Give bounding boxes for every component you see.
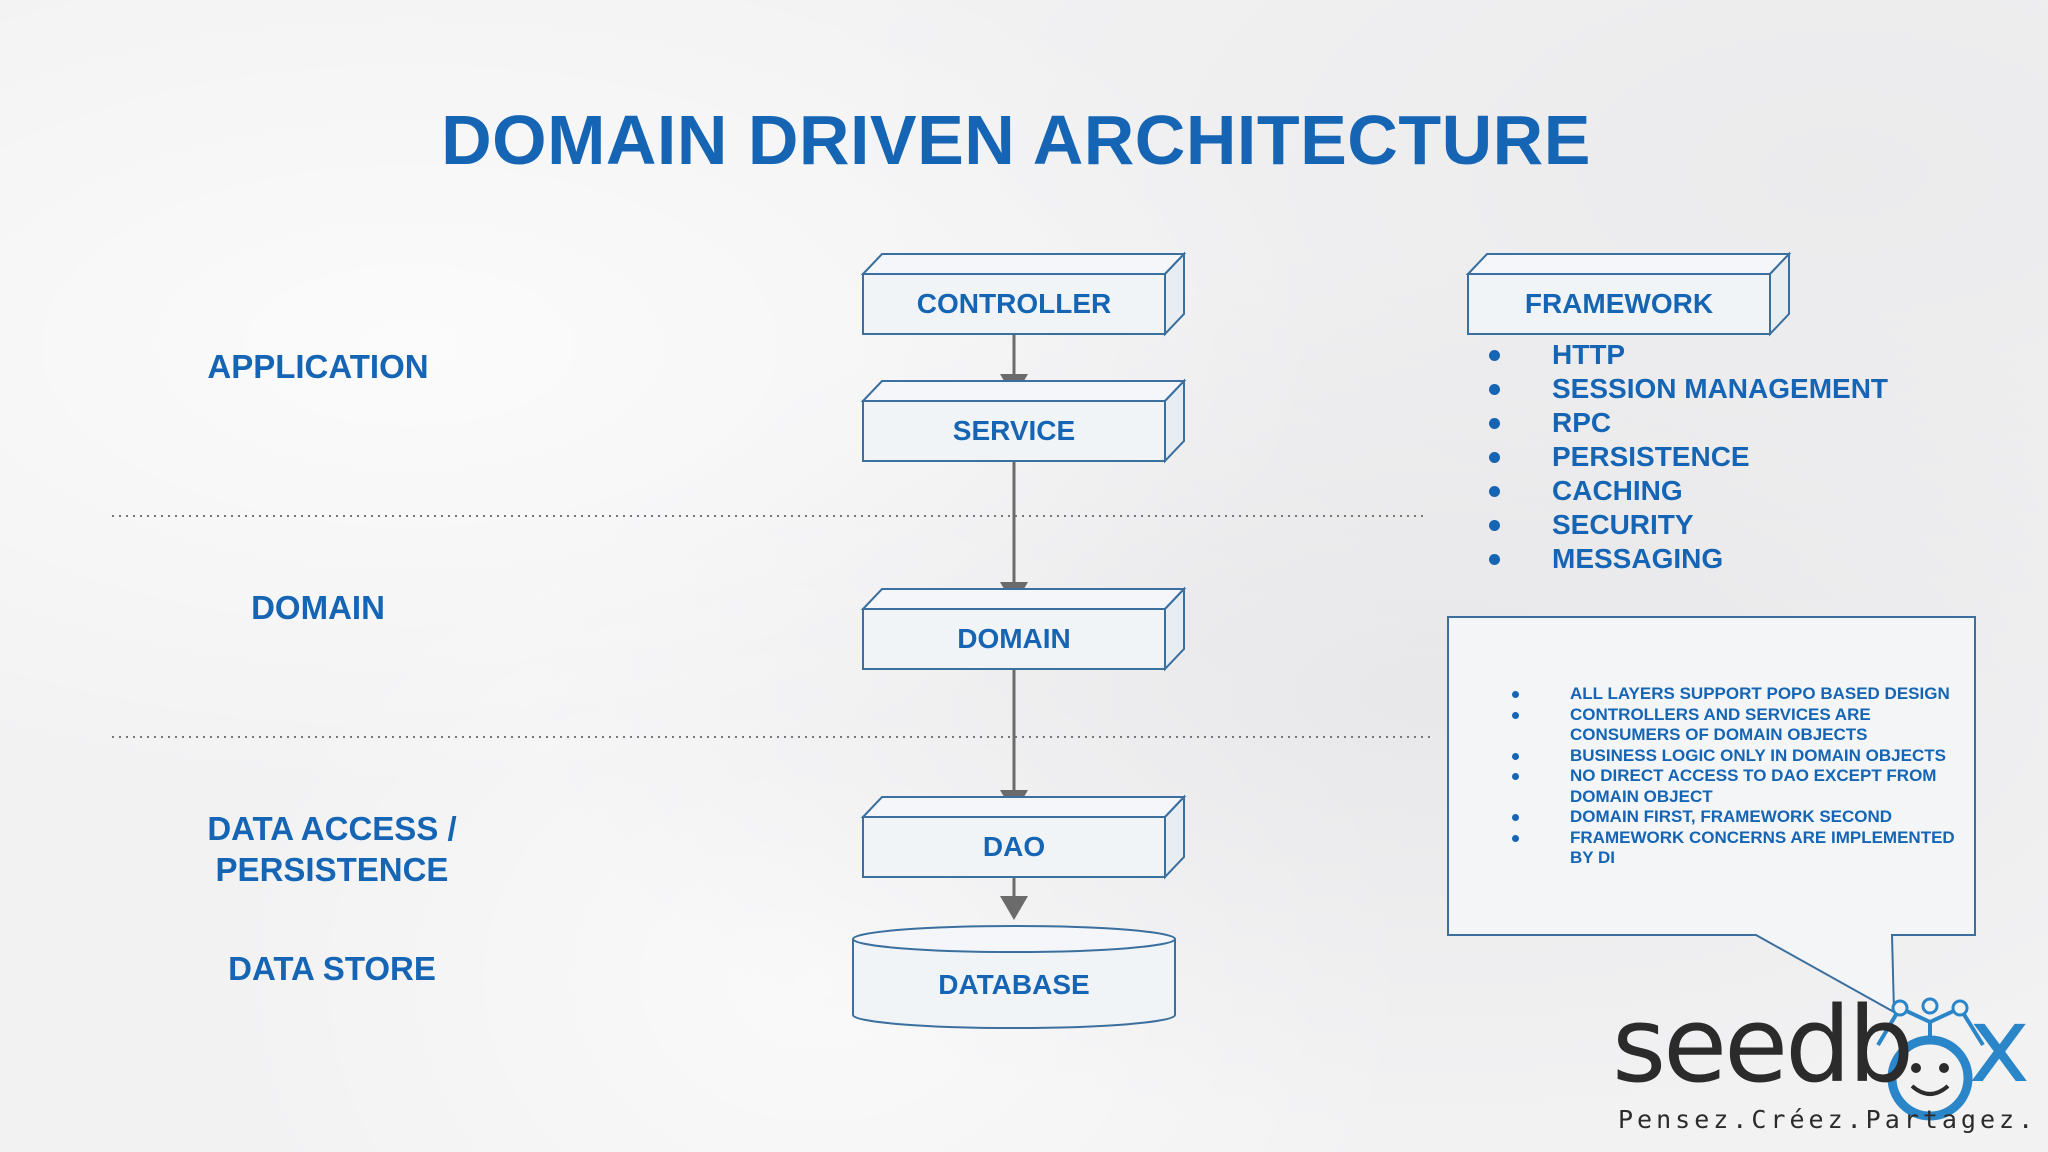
bullet-icon [1489,350,1500,361]
list-item: CONTROLLERS AND SERVICES ARE CONSUMERS O… [1508,705,1958,746]
framework-box [1465,251,1792,337]
layer-label-data-store: DATA STORE [228,950,436,987]
controller-label: CONTROLLER [916,288,1112,319]
list-item-text: RPC [1552,407,1612,438]
list-item: CACHING [1480,474,1888,508]
dao-box [860,794,1187,880]
list-item: DOMAIN FIRST, FRAMEWORK SECOND [1508,807,1958,828]
list-item-text: DOMAIN FIRST, FRAMEWORK SECOND [1570,807,1893,826]
service-box [860,378,1187,464]
list-item: SECURITY [1480,508,1888,542]
domain-box [860,586,1187,672]
connector-domain-dao [1000,669,1028,814]
bullet-icon [1512,752,1519,760]
page-title-text: DOMAIN DRIVEN ARCHITECTURE [441,101,1591,179]
database-cylinder [852,925,1176,1029]
connector-dao-database [1000,877,1028,920]
notes-callout [1447,616,1976,1014]
bullet-icon [1489,520,1500,531]
list-item: RPC [1480,406,1888,440]
bullet-icon [1489,418,1500,429]
layer-label-data-access: DATA ACCESS / PERSISTENCE [172,808,492,890]
bullet-icon [1489,384,1500,395]
bullet-icon [1512,814,1519,821]
bullet-icon [1489,486,1500,497]
list-item: MESSAGING [1480,542,1888,576]
list-item-text: ALL LAYERS SUPPORT POPO BASED DESIGN [1570,684,1950,703]
database-label: DATABASE [938,969,1090,1000]
seedbox-logo: seedbox Pensez.Créez.Partagez. [1612,985,2048,1152]
bullet-icon [1512,691,1519,698]
list-item: NO DIRECT ACCESS TO DAO EXCEPT FROM DOMA… [1508,766,1958,807]
layer-label-application: APPLICATION [207,348,429,385]
list-item: BUSINESS LOGIC ONLY IN DOMAIN OBJECTS [1508,746,1958,767]
list-item-text: NO DIRECT ACCESS TO DAO EXCEPT FROM DOMA… [1570,766,1937,806]
connector-service-domain [1000,461,1028,606]
bullet-icon [1512,773,1519,780]
logo-tagline: Pensez.Créez.Partagez. [1618,1105,2038,1134]
list-item-text: FRAMEWORK CONCERNS ARE IMPLEMENTED BY DI [1570,827,1955,868]
list-item-text: HTTP [1552,339,1626,370]
bullet-icon [1489,554,1500,565]
layer-label-domain: DOMAIN [251,589,385,626]
principles-notes-list: ALL LAYERS SUPPORT POPO BASED DESIGN CON… [1508,684,1958,869]
list-item: FRAMEWORK CONCERNS ARE IMPLEMENTED BY DI [1508,828,1958,869]
bullet-icon [1512,711,1519,719]
domain-label: DOMAIN [957,623,1071,654]
controller-box [860,251,1187,337]
layer-label-data-access-line2: PERSISTENCE [215,851,449,888]
layer-label-data-access-line1: DATA ACCESS / [207,810,457,847]
list-item: PERSISTENCE [1480,440,1888,474]
bullet-icon [1489,452,1500,463]
list-item-text: SECURITY [1552,509,1694,540]
list-item-text: MESSAGING [1552,543,1724,574]
list-item-text: CONTROLLERS AND SERVICES ARE CONSUMERS O… [1570,704,1871,745]
list-item: ALL LAYERS SUPPORT POPO BASED DESIGN [1508,684,1958,705]
logo-word-x: x [1968,984,2031,1106]
bullet-icon [1512,834,1519,842]
dao-label: DAO [982,831,1046,862]
framework-concerns-list: HTTP SESSION MANAGEMENT RPC PERSISTENCE … [1480,338,1888,576]
page-title: DOMAIN DRIVEN ARCHITECTURE [0,100,2048,180]
list-item-text: CACHING [1552,475,1683,506]
list-item: HTTP [1480,338,1888,372]
logo-wordmark: seedbox [1612,984,2031,1106]
service-label: SERVICE [952,415,1076,446]
framework-label: FRAMEWORK [1524,288,1714,319]
list-item-text: BUSINESS LOGIC ONLY IN DOMAIN OBJECTS [1570,745,1946,765]
list-item: SESSION MANAGEMENT [1480,372,1888,406]
list-item-text: SESSION MANAGEMENT [1552,373,1889,404]
list-item-text: PERSISTENCE [1552,441,1750,472]
seedbox-logo-face [1876,997,1985,1121]
logo-word-dark: seedb [1612,984,1914,1106]
